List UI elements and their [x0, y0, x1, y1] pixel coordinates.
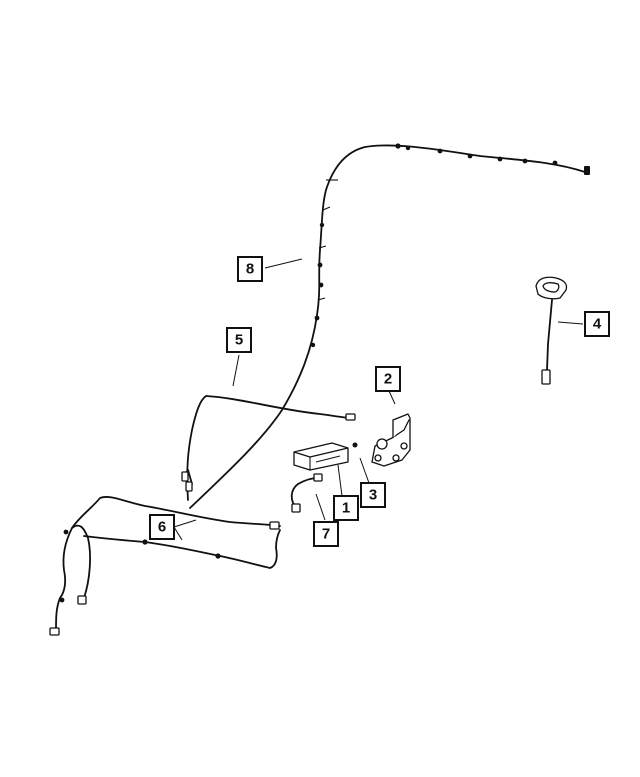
- wiring-harness-8: [189, 143, 590, 509]
- leader-line-3: [359, 457, 370, 484]
- callout-label: 2: [384, 371, 392, 388]
- callout-label: 4: [593, 316, 602, 333]
- callout-6: 6: [149, 514, 175, 540]
- wiring-harness-5: [181, 395, 356, 501]
- callout-label: 3: [369, 487, 377, 504]
- leader-line-2: [388, 390, 396, 405]
- callout-label: 8: [246, 261, 254, 278]
- leader-line-6b: [173, 526, 183, 541]
- antenna-4: [535, 276, 568, 385]
- callout-8: 8: [237, 256, 263, 282]
- callout-4: 4: [584, 311, 610, 337]
- callout-7: 7: [313, 521, 339, 547]
- callout-label: 7: [322, 526, 330, 543]
- jumper-harness-7: [290, 473, 323, 513]
- mounting-bracket-2: [371, 413, 411, 467]
- callout-1: 1: [333, 495, 359, 521]
- wiring-harness-6: [49, 496, 281, 636]
- callout-2: 2: [375, 366, 401, 392]
- leader-line-7: [315, 493, 326, 521]
- leader-line-1: [337, 464, 343, 497]
- callout-label: 1: [342, 500, 350, 517]
- callout-label: 5: [235, 332, 243, 349]
- callout-label: 6: [158, 519, 166, 536]
- callout-3: 3: [360, 482, 386, 508]
- control-module-1: [293, 442, 358, 471]
- leader-line-5: [232, 354, 240, 387]
- leader-line-4: [557, 321, 584, 325]
- leader-line-6a: [173, 519, 197, 528]
- leader-line-8: [264, 258, 303, 269]
- callout-5: 5: [226, 327, 252, 353]
